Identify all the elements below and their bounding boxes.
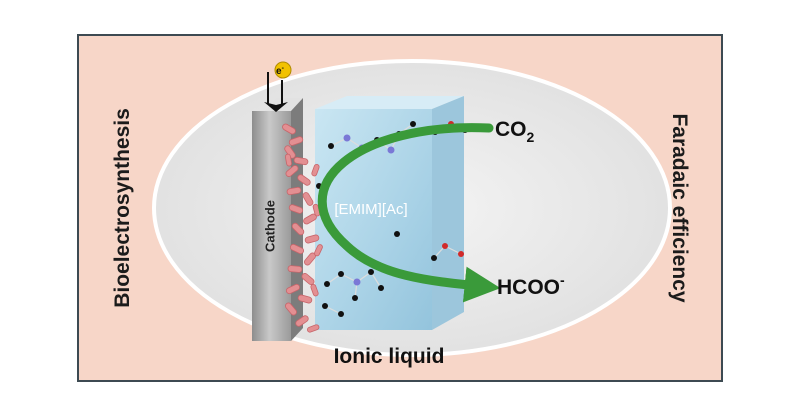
- bioelectrosynthesis-label: Bioelectrosynthesis: [111, 108, 134, 308]
- liquid-label: [EMIM][Ac]: [334, 201, 407, 218]
- electron-ball: [274, 61, 292, 79]
- ionic-liquid-panel: [315, 96, 464, 330]
- electron-input: [264, 61, 292, 112]
- faradaic-efficiency-label: Faradaic efficiency: [668, 113, 691, 303]
- cathode-electrode: [252, 98, 303, 341]
- formate-label: HCOO-: [497, 272, 565, 299]
- ionic-liquid-label: Ionic liquid: [334, 345, 445, 368]
- electron-label: e-: [276, 65, 285, 77]
- co2-label: CO2: [495, 118, 535, 145]
- diagram-canvas: Cathode: [152, 59, 672, 368]
- graphical-abstract-frame: Cathode: [77, 34, 723, 382]
- bacteria-cluster: [282, 123, 323, 333]
- cathode-label: Cathode: [262, 200, 277, 252]
- conversion-arrow: [317, 123, 501, 303]
